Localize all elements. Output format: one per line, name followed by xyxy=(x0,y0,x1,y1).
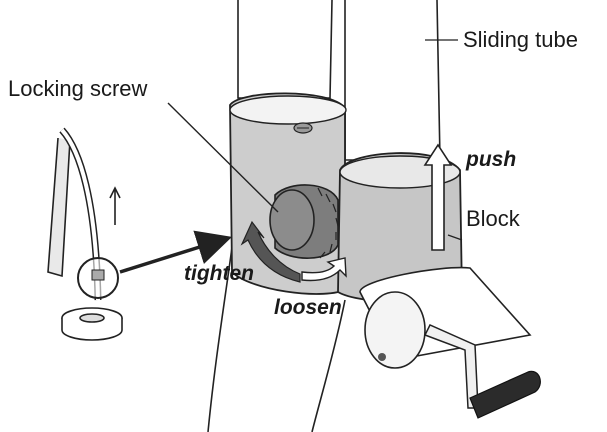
pointer-arrow-icon xyxy=(119,230,233,274)
loosen-arrow-icon xyxy=(301,257,347,282)
outer-tube xyxy=(207,0,346,432)
overview-pole xyxy=(47,137,71,278)
tighten-arrow-icon xyxy=(240,220,301,283)
label-loosen: loosen xyxy=(274,296,342,319)
block-leader xyxy=(447,234,463,241)
overview-sketch xyxy=(47,127,123,341)
label-sliding-tube: Sliding tube xyxy=(463,27,578,52)
label-tighten: tighten xyxy=(184,262,254,285)
label-push: push xyxy=(466,148,517,171)
overview-up-arrow-icon xyxy=(109,186,121,225)
sliding-tube xyxy=(344,0,458,161)
push-arrow-icon xyxy=(423,143,453,251)
locking-screw-leader xyxy=(167,102,279,213)
label-locking-screw: Locking screw xyxy=(8,76,148,101)
crank-housing xyxy=(359,266,541,419)
label-block: Block xyxy=(466,206,520,231)
crank-grip-icon xyxy=(469,370,541,419)
locking-screw-knob xyxy=(269,184,339,259)
